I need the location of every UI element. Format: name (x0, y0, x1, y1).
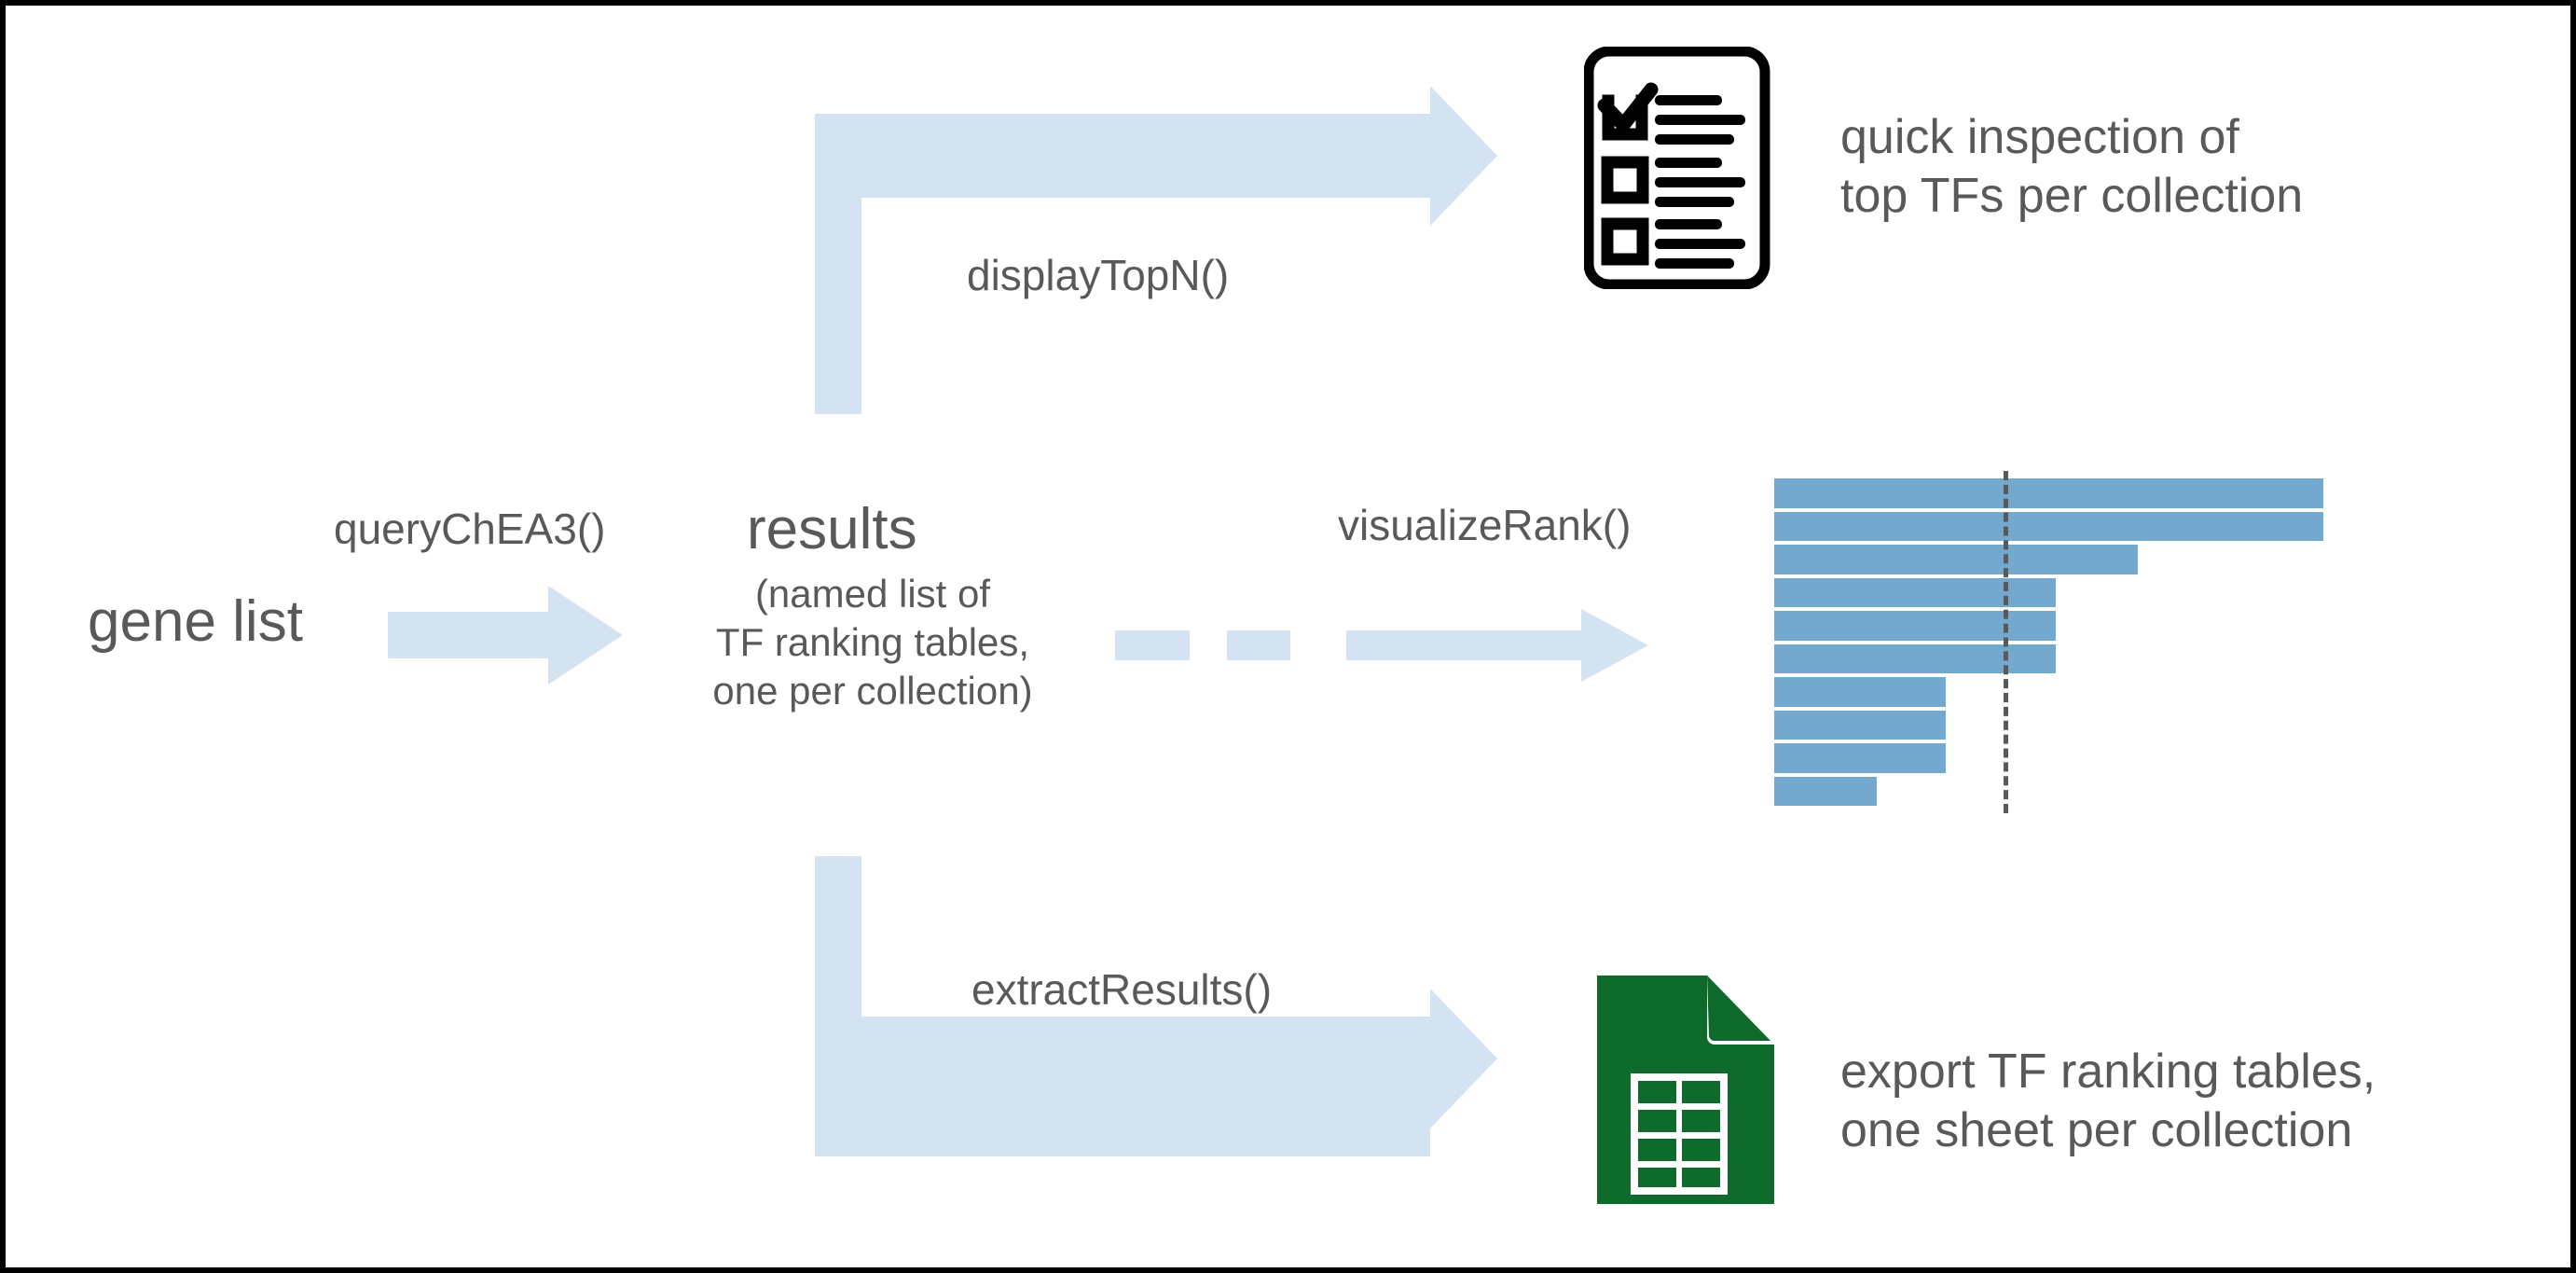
bar (1774, 575, 2056, 609)
results-sublabel-line2: TF ranking tables, (715, 620, 1030, 665)
bar (1774, 774, 1877, 808)
bar (1774, 543, 2138, 576)
results-sublabel: (named list of TF ranking tables, one pe… (658, 570, 1087, 715)
gene-list-node: gene list (88, 589, 303, 654)
bar (1774, 708, 1946, 741)
bar-row (1774, 642, 2427, 675)
spreadsheet-icon (1597, 976, 1774, 1204)
bar-row (1774, 675, 2427, 709)
spreadsheet-icon-shape (1597, 976, 1774, 1204)
checklist-icon-shape (1583, 46, 1770, 290)
export-caption: export TF ranking tables, one sheet per … (1840, 1043, 2376, 1161)
checklist-icon (1583, 46, 1784, 290)
display-top-n-arrow-shape (815, 86, 1497, 414)
query-chea3-arrow (388, 584, 640, 686)
bar-row (1774, 477, 2427, 510)
quick-inspection-line2: top TFs per collection (1840, 169, 2304, 224)
bar (1774, 609, 2056, 643)
bar (1774, 741, 1946, 775)
visualize-rank-arrow-shape (1115, 609, 1648, 682)
bar-row (1774, 774, 2427, 808)
export-line1: export TF ranking tables, (1840, 1045, 2376, 1099)
extract-results-arrow (807, 856, 1516, 1164)
query-chea3-arrow-shape (388, 586, 623, 685)
bar-row (1774, 741, 2427, 775)
bar (1774, 477, 2323, 510)
quick-inspection-line1: quick inspection of (1840, 110, 2239, 164)
bar-row (1774, 509, 2427, 543)
display-top-n-label: displayTopN() (967, 251, 1230, 299)
bar-row (1774, 575, 2427, 609)
results-node: results (747, 497, 917, 561)
bar-row (1774, 708, 2427, 741)
extract-results-arrow-shape (815, 856, 1497, 1156)
extract-results-label: extractResults() (971, 965, 1273, 1014)
bar-row (1774, 609, 2427, 643)
visualize-rank-label: visualizeRank() (1338, 501, 1632, 549)
display-top-n-arrow (807, 86, 1516, 414)
bar-chart-icon (1774, 471, 2427, 813)
bar (1774, 675, 1946, 709)
quick-inspection-caption: quick inspection of top TFs per collecti… (1840, 108, 2303, 227)
bar-row (1774, 543, 2427, 576)
visualize-rank-arrow (1115, 607, 1674, 691)
results-sublabel-line3: one per collection) (712, 669, 1033, 713)
results-sublabel-line1: (named list of (754, 572, 991, 616)
bar (1774, 642, 2056, 675)
query-chea3-label: queryChEA3() (334, 505, 606, 553)
bar-chart-reference-line (2004, 471, 2008, 813)
bar (1774, 509, 2323, 543)
export-line2: one sheet per collection (1840, 1103, 2353, 1158)
